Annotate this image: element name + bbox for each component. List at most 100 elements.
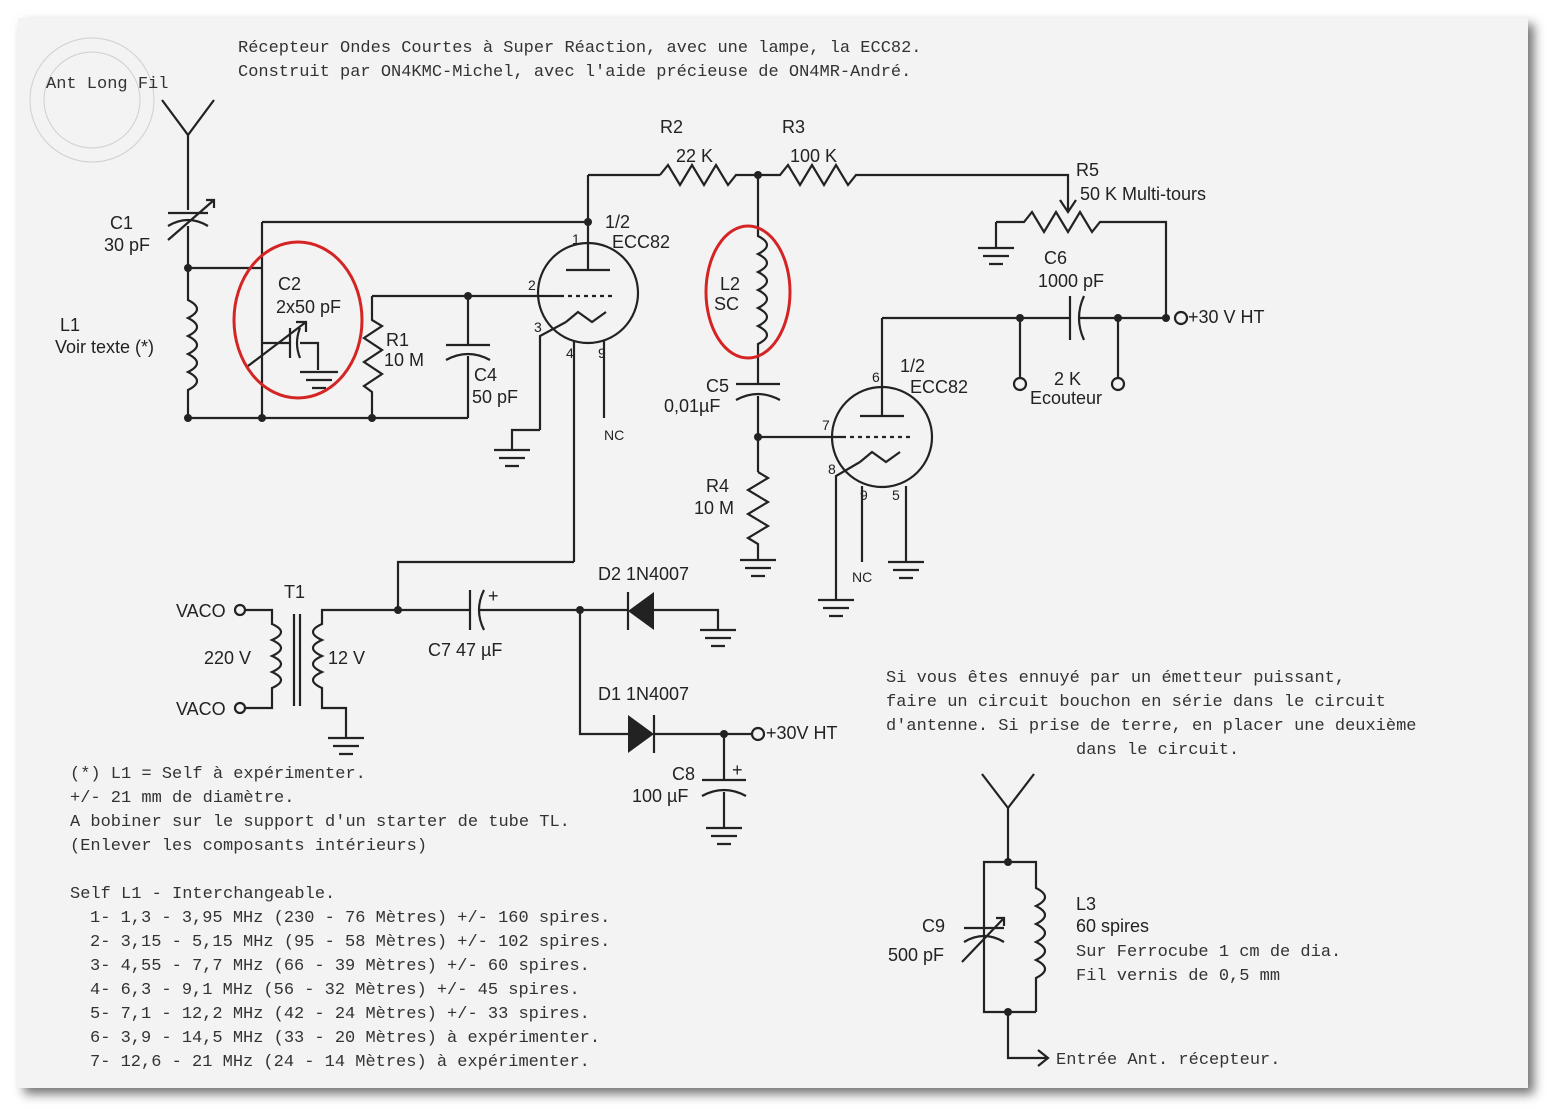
c1-name: C1 bbox=[110, 213, 133, 233]
l2-name: L2 bbox=[720, 274, 740, 294]
coil-row: 7- 12,6 - 21 MHz (24 - 14 Mètres) à expé… bbox=[90, 1053, 590, 1072]
capacitor-c1 bbox=[167, 198, 216, 268]
r2-name: R2 bbox=[660, 117, 683, 137]
r1-name: R1 bbox=[386, 330, 409, 350]
coil-notes: (*) L1 = Self à expérimenter. +/- 21 mm … bbox=[70, 765, 570, 856]
tube-ecc82-2 bbox=[818, 318, 934, 618]
coil-row: 1- 1,3 - 3,95 MHz (230 - 76 Mètres) +/- … bbox=[90, 909, 610, 928]
wave-trap bbox=[961, 860, 1050, 1067]
coil-row: 2- 3,15 - 5,15 MHz (95 - 58 Mètres) +/- … bbox=[90, 933, 610, 952]
highlight-c2 bbox=[232, 240, 364, 400]
resistor-r3 bbox=[758, 162, 1070, 195]
antenna-label: Ant Long Fil bbox=[46, 75, 168, 94]
tube2-nc: NC bbox=[852, 569, 872, 585]
coil-l2 bbox=[755, 175, 769, 384]
trap-exit-label: Entrée Ant. récepteur. bbox=[1056, 1051, 1280, 1070]
tube-ecc82-1 bbox=[536, 175, 640, 562]
resistor-r1 bbox=[362, 296, 385, 418]
highlight-l2 bbox=[704, 224, 792, 360]
c2-name: C2 bbox=[278, 274, 301, 294]
earphone-name: Ecouteur bbox=[1030, 388, 1102, 408]
c9-value: 500 pF bbox=[888, 945, 944, 965]
svg-text:7: 7 bbox=[822, 417, 830, 433]
r1-value: 10 M bbox=[384, 350, 424, 370]
capacitor-c4 bbox=[445, 296, 491, 418]
t1-name: T1 bbox=[284, 582, 305, 602]
c9-name: C9 bbox=[922, 916, 945, 936]
ground-symbol bbox=[494, 428, 540, 468]
svg-text:5: 5 bbox=[892, 487, 900, 503]
coil-l1 bbox=[185, 268, 199, 418]
transformer-t1 bbox=[233, 603, 398, 756]
tube2-fraction: 1/2 bbox=[900, 356, 925, 376]
tube1-fraction: 1/2 bbox=[605, 212, 630, 232]
capacitor-c7 bbox=[398, 589, 628, 631]
svg-text:Si vous êtes ennuyé par un éme: Si vous êtes ennuyé par un émetteur puis… bbox=[886, 669, 1345, 688]
svg-text:(Enlever les composants intéri: (Enlever les composants intérieurs) bbox=[70, 837, 427, 856]
r3-name: R3 bbox=[782, 117, 805, 137]
c5-value: 0,01µF bbox=[664, 396, 720, 416]
l2-value: SC bbox=[714, 294, 739, 314]
ht-output-label: +30 V HT bbox=[1188, 307, 1265, 327]
schematic-sheet bbox=[18, 18, 1528, 1088]
coil-row: 3- 4,55 - 7,7 MHz (66 - 39 Mètres) +/- 6… bbox=[90, 957, 590, 976]
c2-value: 2x50 pF bbox=[276, 297, 341, 317]
d1-name: D1 1N4007 bbox=[598, 684, 689, 704]
l1-name: L1 bbox=[60, 315, 80, 335]
svg-text:+/- 21 mm de diamètre.: +/- 21 mm de diamètre. bbox=[70, 789, 294, 808]
l3-name: L3 bbox=[1076, 894, 1096, 914]
diode-d2 bbox=[626, 592, 736, 648]
svg-text:+: + bbox=[732, 760, 743, 780]
coil-row: 4- 6,3 - 9,1 MHz (56 - 32 Mètres) +/- 45… bbox=[90, 981, 580, 1000]
title-line-2: Construit par ON4KMC-Michel, avec l'aide… bbox=[238, 63, 911, 82]
c8-name: C8 bbox=[672, 764, 695, 784]
t1-secondary-voltage: 12 V bbox=[328, 648, 365, 668]
svg-text:3: 3 bbox=[534, 319, 542, 335]
potentiometer-r5 bbox=[978, 195, 1168, 318]
coil-row: 6- 3,9 - 14,5 MHz (33 - 20 Mètres) à exp… bbox=[90, 1029, 600, 1048]
svg-text:9: 9 bbox=[598, 345, 606, 361]
ht-supply-label: +30V HT bbox=[766, 723, 838, 743]
c6-name: C6 bbox=[1044, 248, 1067, 268]
coil-table: Self L1 - Interchangeable. 1- 1,3 - 3,95… bbox=[70, 885, 610, 1072]
d2-name: D2 1N4007 bbox=[598, 564, 689, 584]
c6-value: 1000 pF bbox=[1038, 271, 1104, 291]
c1-value: 30 pF bbox=[104, 235, 150, 255]
r5-value: 50 K Multi-tours bbox=[1080, 184, 1206, 204]
t1-primary-top: VACO bbox=[176, 601, 226, 621]
svg-text:2: 2 bbox=[528, 277, 536, 293]
r5-name: R5 bbox=[1076, 160, 1099, 180]
svg-text:+: + bbox=[488, 586, 499, 606]
c4-value: 50 pF bbox=[472, 387, 518, 407]
earphone-value: 2 K bbox=[1054, 369, 1081, 389]
coil-row: 5- 7,1 - 12,2 MHz (42 - 24 Mètres) +/- 3… bbox=[90, 1005, 590, 1024]
l3-note-1: Sur Ferrocube 1 cm de dia. bbox=[1076, 943, 1341, 962]
svg-text:dans le circuit.: dans le circuit. bbox=[1076, 741, 1239, 760]
c4-name: C4 bbox=[474, 365, 497, 385]
resistor-r2 bbox=[659, 162, 758, 188]
tube2-name: ECC82 bbox=[910, 377, 968, 397]
c7-name: C7 47 µF bbox=[428, 640, 502, 660]
coil-table-title: Self L1 - Interchangeable. bbox=[70, 885, 335, 904]
r4-value: 10 M bbox=[694, 498, 734, 518]
svg-text:9: 9 bbox=[860, 487, 868, 503]
t1-primary-bottom: VACO bbox=[176, 699, 226, 719]
svg-text:d'antenne. Si prise de terre,: d'antenne. Si prise de terre, en placer … bbox=[886, 717, 1417, 736]
svg-text:8: 8 bbox=[828, 461, 836, 477]
capacitor-c6 bbox=[882, 295, 1166, 341]
stamp-seal bbox=[29, 37, 155, 163]
resistor-r4 bbox=[740, 471, 776, 578]
capacitor-c5 bbox=[735, 382, 781, 472]
svg-text:(*) L1 = Self à expérimenter.: (*) L1 = Self à expérimenter. bbox=[70, 765, 366, 784]
r3-value: 100 K bbox=[790, 146, 837, 166]
right-note: Si vous êtes ennuyé par un émetteur puis… bbox=[886, 669, 1417, 760]
antenna-symbol-trap bbox=[981, 773, 1035, 862]
tube1-name: ECC82 bbox=[612, 232, 670, 252]
t1-primary-voltage: 220 V bbox=[204, 648, 251, 668]
antenna-symbol bbox=[161, 99, 215, 210]
diode-d1 bbox=[578, 610, 752, 753]
l3-note-2: Fil vernis de 0,5 mm bbox=[1076, 967, 1280, 986]
r2-value: 22 K bbox=[676, 146, 713, 166]
l1-value: Voir texte (*) bbox=[55, 337, 154, 357]
